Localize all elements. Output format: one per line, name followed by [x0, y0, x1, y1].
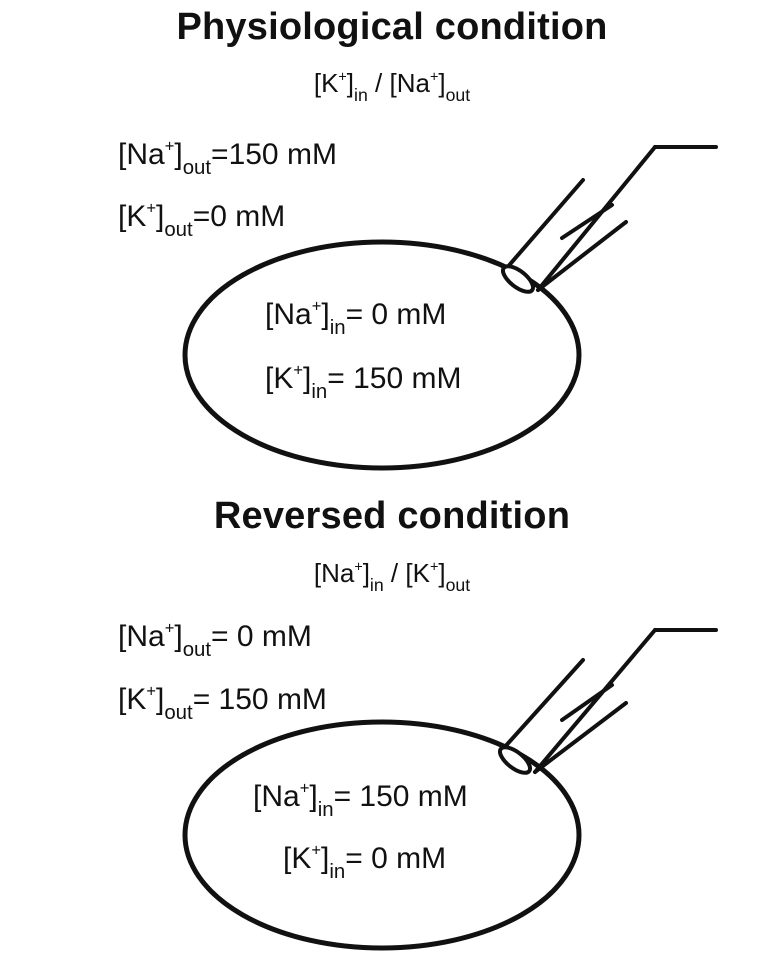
panel-physiological: Physiological condition [K+]in / [Na+]ou… — [0, 0, 784, 490]
ratio-label: [K+]in / [Na+]out — [313, 68, 471, 105]
outside-k-concentration: [K+]out=0 mM — [118, 199, 286, 242]
outside-k-concentration: [K+]out= 150 mM — [118, 682, 327, 725]
panel-title: Physiological condition — [176, 6, 608, 48]
panel-title: Reversed condition — [213, 495, 571, 537]
inside-k-concentration: [K+]in= 150 mM — [265, 361, 462, 404]
outside-na-concentration: [Na+]out=150 mM — [118, 137, 337, 180]
patch-pipette-icon — [499, 147, 716, 296]
cell-membrane — [185, 242, 579, 468]
inside-k-concentration: [K+]in= 0 mM — [283, 841, 447, 884]
outside-na-concentration: [Na+]out= 0 mM — [118, 619, 312, 662]
ratio-label: [Na+]in / [K+]out — [313, 558, 471, 595]
cell-and-pipette-figure — [0, 490, 784, 980]
inside-na-concentration: [Na+]in= 0 mM — [265, 297, 447, 340]
panel-reversed: Reversed condition [Na+]in / [K+]out [Na… — [0, 490, 784, 980]
cell-and-pipette-figure — [0, 0, 784, 490]
inside-na-concentration: [Na+]in= 150 mM — [253, 779, 468, 822]
cell-membrane — [185, 722, 579, 948]
patch-pipette-icon — [496, 630, 716, 777]
